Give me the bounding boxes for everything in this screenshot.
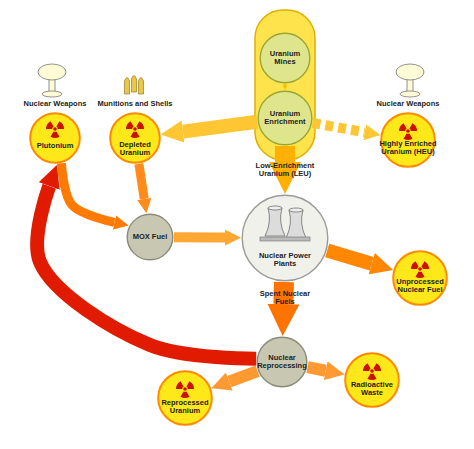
process-circle: Uranium Enrichment xyxy=(257,90,313,146)
node-heading: Munitions and Shells xyxy=(90,100,180,108)
process-circle: Nuclear Power Plants xyxy=(241,194,329,282)
cooling-tower xyxy=(265,208,285,236)
flow-arrow xyxy=(183,122,257,132)
node-label: Nuclear Reprocessing xyxy=(256,336,308,388)
node-label: Depleted Uranium xyxy=(110,141,160,158)
node-label: Unprocessed Nuclear Fuel xyxy=(391,278,449,295)
node-heading: Nuclear Weapons xyxy=(10,100,100,108)
node-heading: Nuclear Weapons xyxy=(363,100,453,108)
radiation-symbol xyxy=(410,261,430,278)
flow-arrow xyxy=(174,232,225,242)
supply-band xyxy=(255,10,315,160)
edge-label: Low-Enrichment Uranium (LEU) xyxy=(252,162,318,179)
radiation-node: Reprocessed Uranium xyxy=(157,370,213,426)
tower-top xyxy=(268,206,282,210)
radiation-node: Radioactive Waste xyxy=(344,352,400,408)
bullet-icon xyxy=(139,78,144,95)
flow-arrow xyxy=(37,186,256,359)
radiation-node: Munitions and ShellsDepleted Uranium xyxy=(109,112,161,164)
node-label: Uranium Enrichment xyxy=(258,90,312,146)
node-shape xyxy=(344,352,400,408)
node-label: Plutonium xyxy=(27,142,83,150)
node-label: Highly Enriched Uranium (HEU) xyxy=(378,140,438,157)
bullet-icon xyxy=(132,76,137,93)
node-circle xyxy=(158,371,212,425)
flow-arrow xyxy=(284,84,287,85)
cooling-towers xyxy=(260,206,310,241)
flow-arrow xyxy=(61,163,114,222)
radiation-symbol xyxy=(398,123,418,140)
flow-arrow xyxy=(139,164,144,199)
radiation-symbol xyxy=(45,121,65,138)
node-label: Uranium Mines xyxy=(260,32,310,84)
flow-arrow xyxy=(229,371,257,382)
process-circle: Uranium Mines xyxy=(259,32,311,84)
node-label: Radioactive Waste xyxy=(344,381,400,398)
radiation-node: Nuclear WeaponsHighly Enriched Uranium (… xyxy=(380,112,436,168)
node-circle xyxy=(30,113,80,163)
radiation-symbol xyxy=(175,381,195,398)
radiation-symbol xyxy=(125,121,145,138)
node-shape xyxy=(241,194,329,282)
cooling-tower xyxy=(286,210,306,238)
tower-top xyxy=(289,208,303,212)
plant-base xyxy=(260,237,310,241)
mushroom-cloud xyxy=(396,64,424,97)
radiation-node: Nuclear WeaponsPlutonium xyxy=(29,112,81,164)
node-circle xyxy=(110,113,160,163)
node-label: MOX Fuel xyxy=(128,213,172,261)
flow-arrow xyxy=(313,123,365,132)
node-shape xyxy=(157,370,213,426)
edge-label: Spent Nuclear Fuels xyxy=(254,290,316,307)
radiation-node: Unprocessed Nuclear Fuel xyxy=(392,250,448,306)
node-circle xyxy=(345,353,399,407)
bullet-icon xyxy=(125,78,130,95)
node-shape xyxy=(29,112,81,164)
node-circle xyxy=(242,195,328,281)
process-circle: Nuclear Reprocessing xyxy=(256,336,308,388)
node-label: Reprocessed Uranium xyxy=(157,399,213,416)
mushroom-cloud xyxy=(38,64,66,97)
radiation-symbol xyxy=(362,363,382,380)
node-label: Nuclear Power Plants xyxy=(250,252,320,269)
flow-arrow xyxy=(307,367,325,371)
flow-arrow xyxy=(327,251,371,264)
flow-arrow xyxy=(275,146,295,162)
process-circle: MOX Fuel xyxy=(126,213,174,261)
